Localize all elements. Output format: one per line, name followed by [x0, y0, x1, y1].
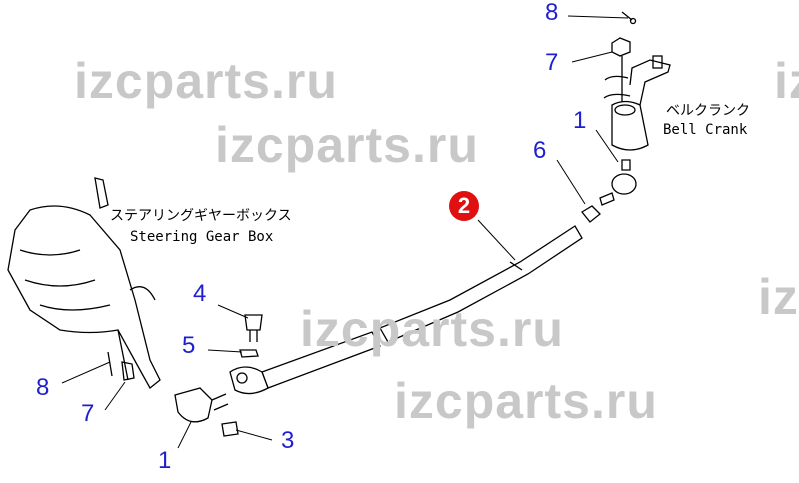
callout-7-top: 7	[545, 49, 559, 76]
callout-3: 3	[281, 427, 295, 454]
steering-gear-box-label-en: Steering Gear Box	[130, 229, 274, 245]
watermark: izcparts.ru	[758, 269, 799, 325]
bell-crank-label-jp: ベルクランク	[666, 103, 750, 119]
watermark: izcparts.ru	[394, 373, 658, 429]
steering-gear-box	[7, 177, 161, 389]
steering-gear-box-label-jp: ステアリングギヤーボックス	[110, 208, 292, 224]
watermark: izcparts.ru	[215, 117, 479, 173]
callout-5: 5	[182, 332, 196, 359]
callout-2-highlighted: 2	[449, 191, 479, 221]
callout-6: 6	[533, 137, 547, 164]
bell-crank	[581, 11, 671, 223]
callout-7-left: 7	[81, 400, 95, 427]
callout-4: 4	[193, 280, 207, 307]
watermark: izcparts.ru	[74, 53, 338, 109]
watermark: izcparts.ru	[774, 53, 799, 109]
steering-rod	[261, 225, 583, 389]
callout-8-top: 8	[545, 0, 559, 26]
callout-1-top: 1	[573, 107, 587, 134]
callout-8-left: 8	[36, 374, 50, 401]
callout-1-bottom: 1	[158, 447, 172, 474]
watermark: izcparts.ru	[300, 301, 564, 357]
bell-crank-label-en: Bell Crank	[663, 122, 748, 138]
ball-joint-lower	[174, 314, 269, 437]
